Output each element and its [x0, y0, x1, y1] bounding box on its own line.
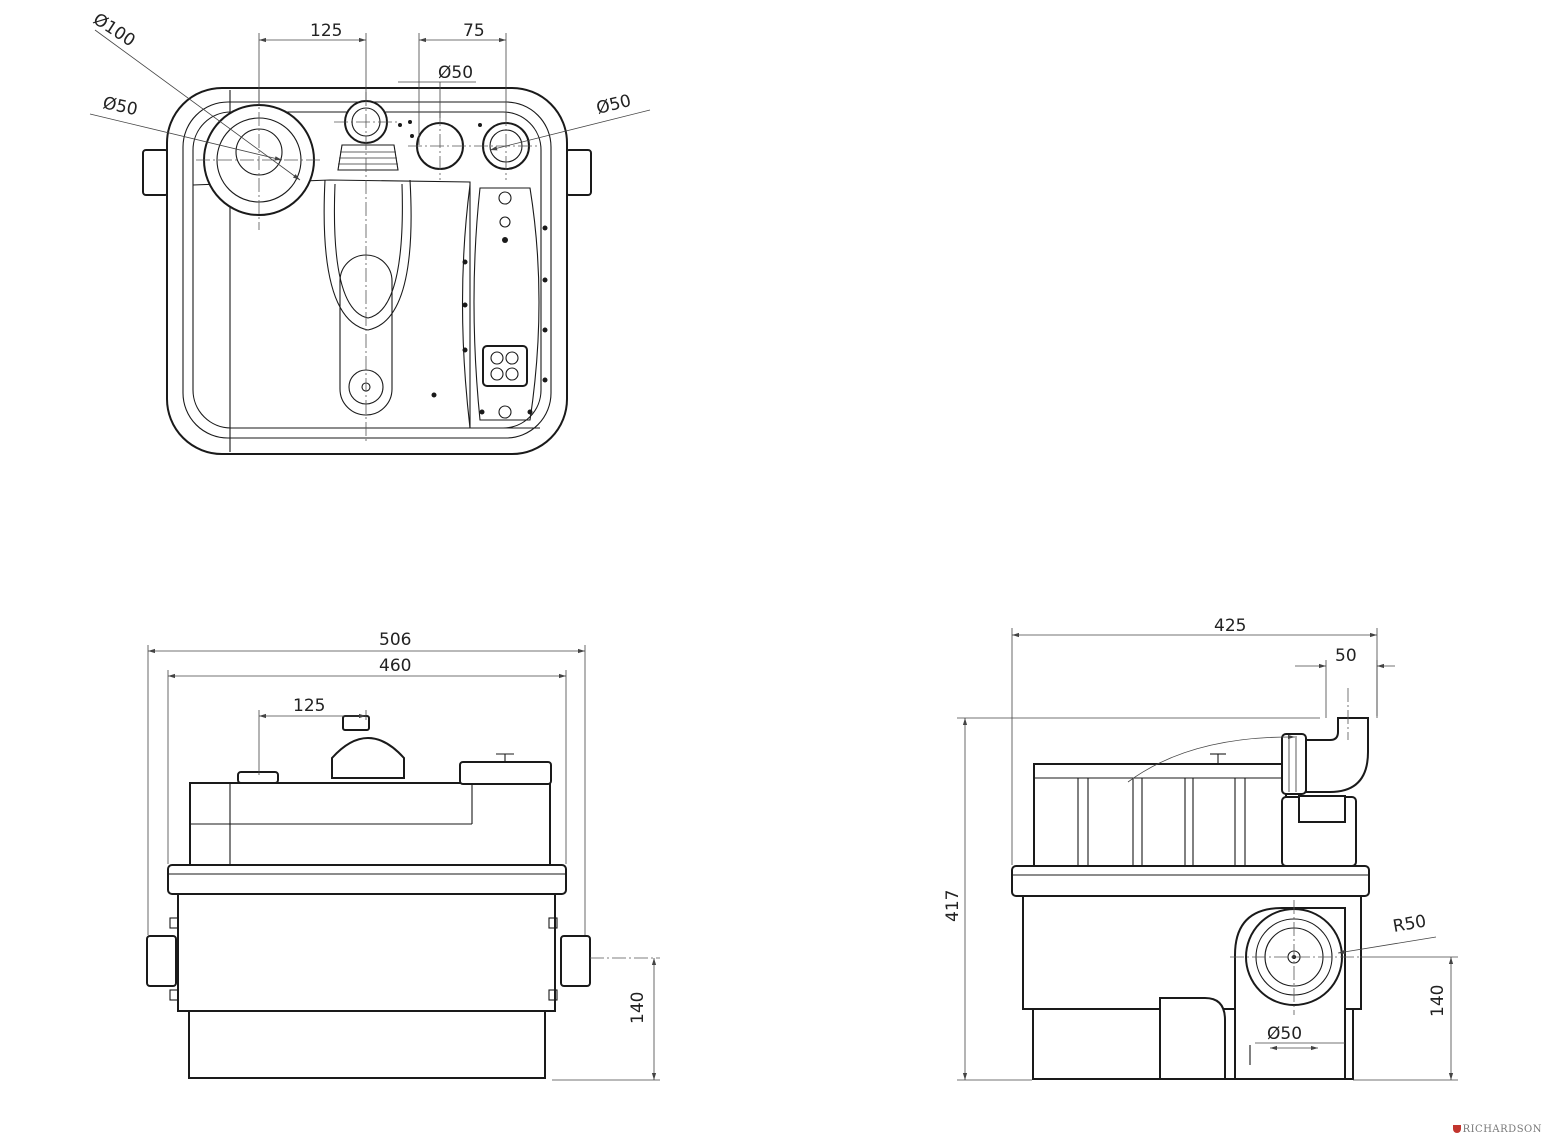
dim-425: 425	[1214, 616, 1246, 636]
dim-140-front: 140	[628, 992, 648, 1024]
top-dimensions	[89, 29, 651, 181]
side-view: 425 50 417 R50 140 Ø50	[943, 616, 1458, 1081]
front-dimensions	[147, 645, 660, 1081]
brand-watermark: RICHARDSON	[1452, 1124, 1542, 1135]
front-view: 506 460 125 140	[146, 630, 660, 1081]
dia-50-left-label: Ø50	[101, 93, 139, 120]
side-dimension-labels: 425 50 417 R50 140 Ø50	[943, 616, 1448, 1044]
front-view-body	[146, 715, 591, 1079]
front-dimension-labels: 506 460 125 140	[293, 630, 648, 1024]
top-view: 125 75 Ø100 Ø50 Ø50 Ø50	[89, 9, 651, 455]
electrical-box	[398, 120, 548, 419]
side-view-body	[1011, 717, 1370, 1080]
dia-50-right-label: Ø50	[594, 91, 633, 119]
top-centerlines	[196, 90, 538, 442]
dim-125-front: 125	[293, 696, 325, 716]
dim-140-side: 140	[1428, 985, 1448, 1017]
brand-name: RICHARDSON	[1462, 1124, 1542, 1135]
side-centerlines	[1230, 688, 1360, 1015]
dim-125-top: 125	[310, 21, 342, 41]
dia-100-label: Ø100	[89, 9, 138, 51]
dim-417: 417	[943, 890, 963, 922]
brand-shield-icon	[1452, 1125, 1461, 1133]
dia-50-side: Ø50	[1267, 1024, 1302, 1044]
dim-506: 506	[379, 630, 411, 650]
dim-460: 460	[379, 656, 411, 676]
dim-50-side: 50	[1335, 646, 1357, 666]
dia-50-mid-label: Ø50	[438, 63, 473, 83]
side-dimensions	[957, 628, 1458, 1081]
dim-75-top: 75	[463, 21, 485, 41]
dim-r50: R50	[1391, 911, 1427, 937]
